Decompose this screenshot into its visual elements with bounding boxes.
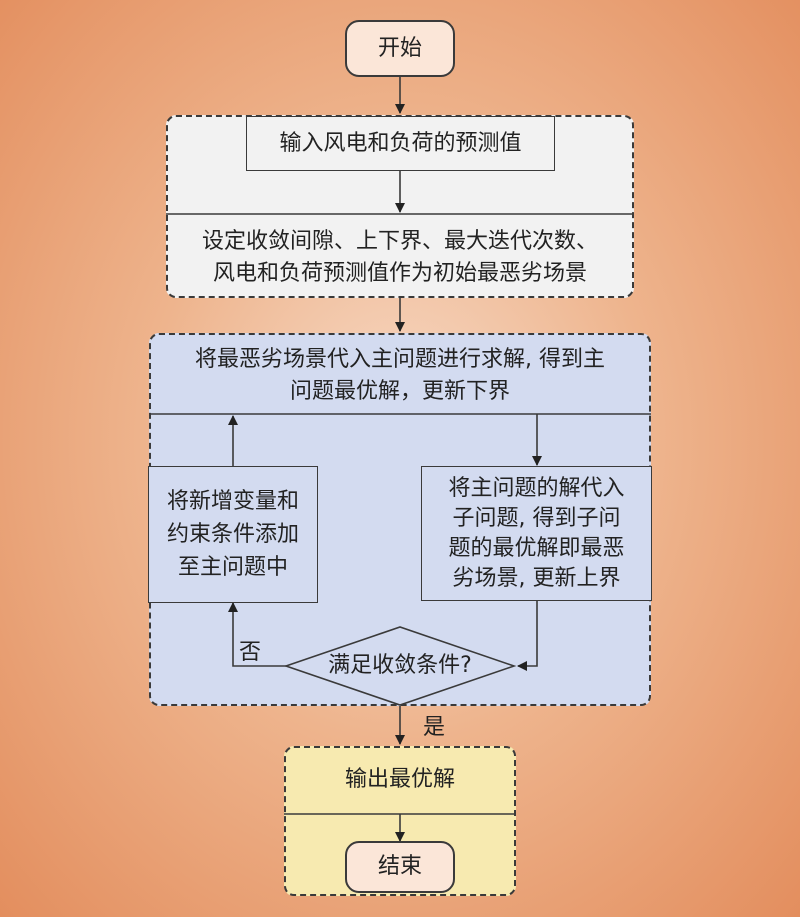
- start-label: 开始: [377, 35, 422, 61]
- end-label: 结束: [377, 854, 422, 879]
- convergence-decision-diamond: [283, 626, 517, 706]
- subproblem-box: 将主问题的解代入 子问题, 得到子问 题的最优解即最恶 劣场景, 更新上界: [421, 466, 652, 601]
- subproblem-label: 将主问题的解代入 子问题, 得到子问 题的最优解即最恶 劣场景, 更新上界: [448, 475, 625, 591]
- arrow-check-no: [228, 602, 286, 667]
- no-label: 否: [238, 640, 261, 665]
- end-terminal: 结束: [345, 841, 455, 893]
- start-terminal: 开始: [345, 20, 455, 77]
- input-forecast-box: 输入风电和负荷的预测值: [246, 116, 555, 171]
- arrow-sub-to-check: [517, 600, 538, 671]
- input-forecast-label: 输入风电和负荷的预测值: [279, 130, 522, 156]
- init-settings-text: 设定收敛间隙、上下界、最大迭代次数、 风电和负荷预测值作为初始最恶劣场景: [201, 229, 598, 286]
- yes-label: 是: [422, 715, 445, 740]
- master-solve-text: 将最恶劣场景代入主问题进行求解, 得到主 问题最优解，更新下界: [195, 347, 605, 404]
- convergence-check-text: 满足收敛条件?: [328, 653, 472, 678]
- add-constraints-label: 将新增变量和 约束条件添加 至主问题中: [166, 489, 299, 580]
- output-text: 输出最优解: [344, 767, 455, 792]
- add-constraints-box: 将新增变量和 约束条件添加 至主问题中: [148, 466, 318, 603]
